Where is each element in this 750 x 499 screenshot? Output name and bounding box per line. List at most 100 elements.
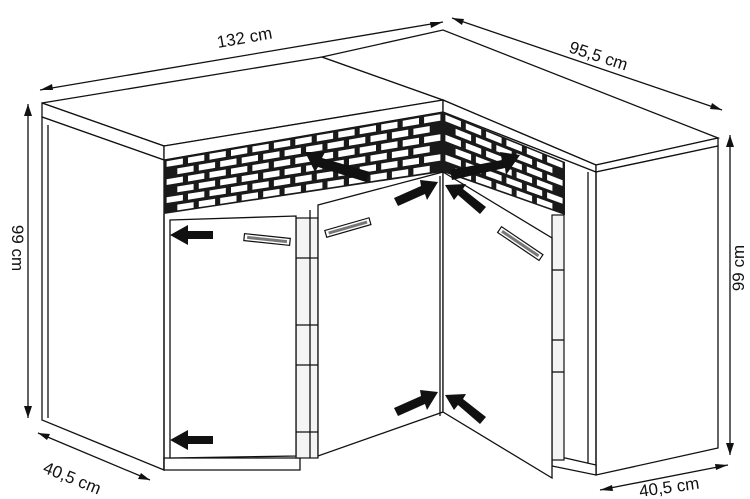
lattice-cell [516,190,533,202]
lattice-cell [295,174,312,184]
lattice-cell [209,151,226,160]
lattice-cell [465,142,482,155]
lattice-cell [475,175,492,188]
lattice-cell [359,125,376,135]
motion-arrows [170,152,520,450]
lattice-cell [475,136,492,150]
lattice-cell [209,187,226,197]
lattice-cell [381,160,398,170]
lattice-cell [536,179,553,191]
lattice-cell [252,162,269,172]
lattice-cell [273,140,291,149]
lattice-cell [547,192,563,204]
lattice-cell [516,153,533,166]
arrow-icon [726,135,734,147]
lattice-cell [370,133,387,143]
lattice-cell [547,174,563,186]
lattice-cell [402,117,419,127]
lattice-cell [220,158,237,168]
lattice-cell [547,156,563,169]
lattice-cell [273,158,291,168]
lattice-right-bricks [445,114,563,209]
lattice-cell [455,128,472,142]
lattice-cell [445,114,461,128]
lattice-cell [349,156,366,166]
lattice-cell [381,141,398,151]
lattice-cell [526,184,543,197]
door-handles [243,217,544,262]
arrow-icon [600,485,613,491]
lattice-cell [424,134,441,144]
lattice-cell [198,162,216,171]
doors [163,170,553,480]
left-side-panel [41,116,165,471]
interior-shelves [295,214,565,461]
lattice-cell [413,126,430,136]
lattice-cell [177,183,194,193]
lattice-cell [496,183,512,195]
width-left-label: 132 cm [215,24,273,52]
lattice-cell [263,170,280,179]
lattice-cell [413,145,430,155]
arrow-icon [394,180,438,206]
lattice-cell [306,182,323,191]
left-interior [295,217,319,459]
arrow-icon [710,103,722,110]
lattice-cell [263,151,280,160]
lattice-cell [506,177,522,189]
plinth-left [163,457,301,471]
left-door [169,215,297,459]
lattice-cell [284,185,301,195]
lattice-cell [295,136,312,146]
lattice-cell [306,144,323,153]
lattice-cell [455,148,472,161]
arrow-icon [726,443,734,455]
countertop [41,29,721,173]
lattice-cell [338,148,355,158]
lattice-cell [486,131,502,144]
lattice-cell [220,195,237,204]
lattice-cell [316,132,334,142]
arrow-icon [445,394,486,424]
lattice-cell [370,152,387,162]
lattice-cell [391,129,409,139]
lattice-cell [391,149,409,159]
door-handle-icon [496,225,544,262]
lattice-cell [486,150,502,163]
arrow-icon [170,430,213,450]
lattice-cell [327,179,344,188]
lattice-cell [536,197,553,209]
lattice-cell [327,140,344,150]
lattice-cell [198,180,216,189]
lattice-cell [188,191,205,200]
width-right-label: 95,5 cm [567,38,630,75]
lattice-cell [284,166,301,176]
arrow-icon [394,390,438,416]
lattice-cell [252,181,269,190]
lattice-cell [177,165,194,175]
lattice-cell [263,188,280,198]
lattice-cell [220,177,237,186]
right-interior [551,214,565,461]
width-left-dimension-line [39,21,444,91]
lattice-cell [338,129,355,138]
lattice-cell [316,171,334,180]
lattice-cell [526,148,543,161]
lattice-cell [536,161,553,174]
arrow-icon [445,184,486,214]
middle-door [317,171,444,457]
lattice-cell [349,136,366,146]
lattice-cell [359,144,376,154]
door-handle-icon [324,217,372,238]
depth-left-dimension-line [37,432,151,481]
depth-right-dimension-line [599,464,729,491]
lattice-cell [486,169,502,182]
lattice-cell [424,154,441,164]
lattice-cell [424,114,441,124]
arrow-icon [38,433,50,440]
lattice-cell [526,166,543,179]
lattice-cell [295,155,312,165]
arrow-icon [138,473,150,480]
lattice-cell [391,169,409,178]
